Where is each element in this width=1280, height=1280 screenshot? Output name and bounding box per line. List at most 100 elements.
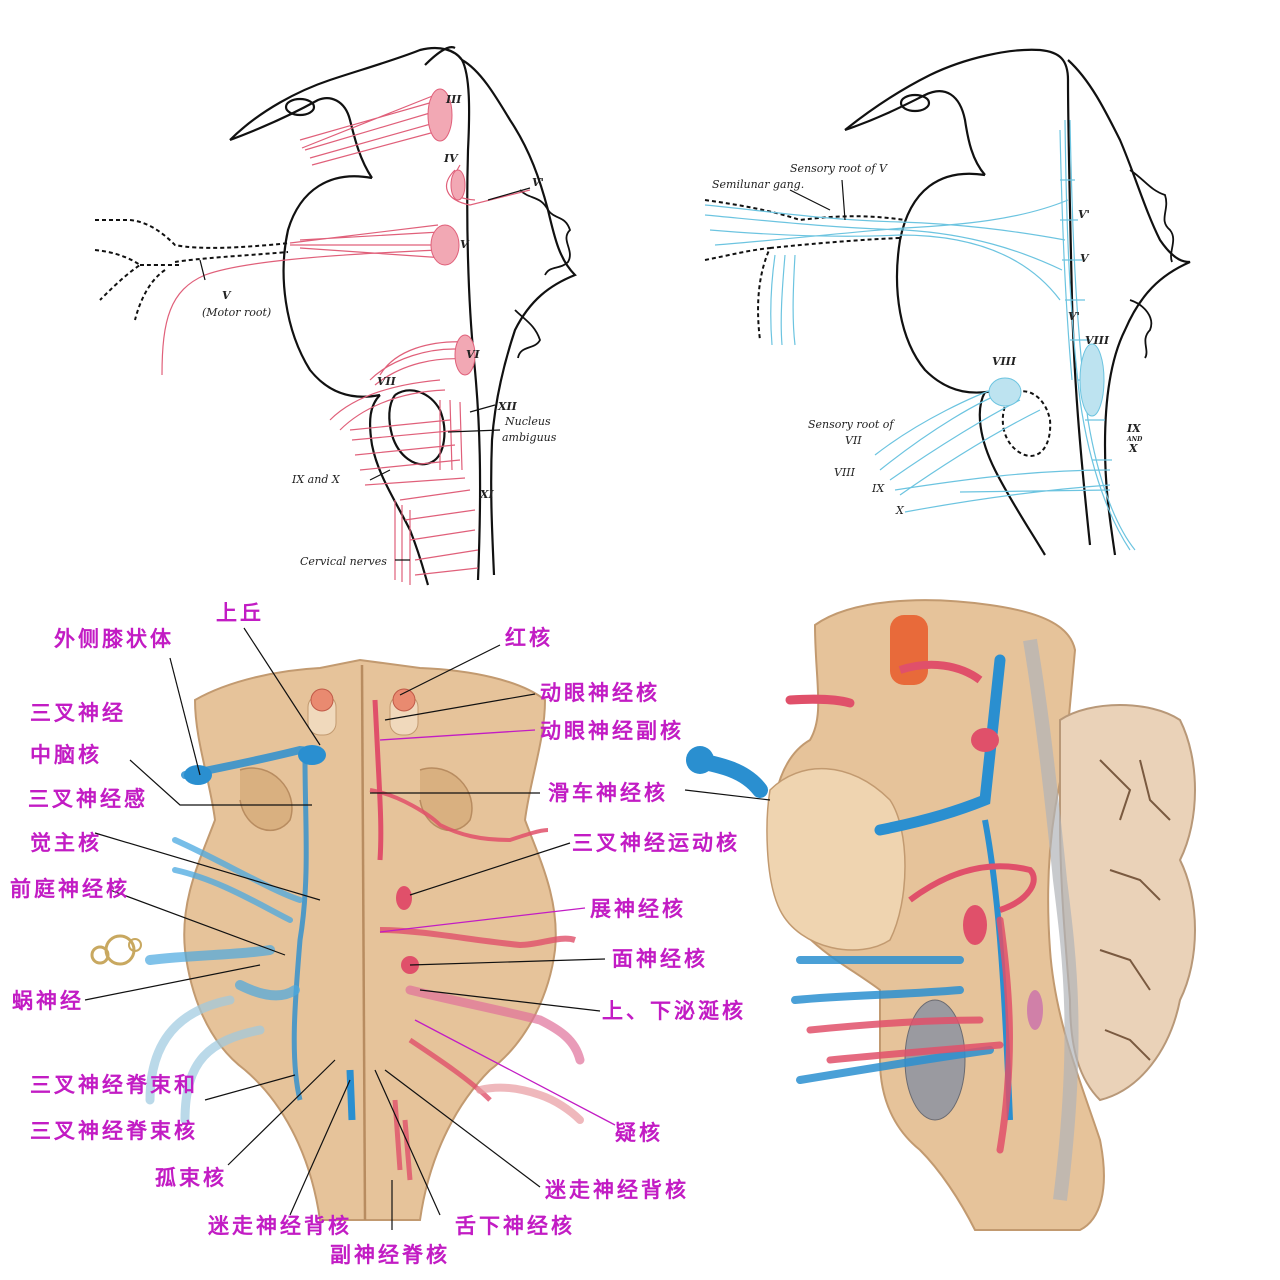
label-v: V bbox=[460, 238, 470, 251]
panel-dorsal-brainstem: 上丘 外侧膝状体 红核 三叉神经 动眼神经核 动眼神经副核 中脑核 滑车神经核 … bbox=[10, 601, 746, 1267]
label-tr-ix-x-ix: IX bbox=[1126, 422, 1141, 435]
label-zhan: 展神经核 bbox=[590, 897, 686, 921]
label-semilunar: Semilunar gang. bbox=[712, 178, 804, 191]
tr-cerebellum-outline bbox=[1067, 59, 1191, 556]
red-nucleus-left bbox=[310, 688, 334, 712]
red-nucleus-right bbox=[392, 688, 416, 712]
trigeminal-motor-nucleus-fibers bbox=[289, 224, 460, 266]
label-iv: IV bbox=[443, 152, 459, 165]
label-iii: III bbox=[445, 93, 462, 106]
label-tr-viii-a: VIII bbox=[992, 355, 1017, 368]
aqueduct-outline bbox=[284, 97, 316, 117]
tectum-outline bbox=[229, 97, 373, 179]
motor-root-leader bbox=[199, 259, 206, 281]
label-sensory-root-v: Sensory root of V bbox=[790, 162, 888, 175]
trochlear-nucleus-fibers bbox=[445, 164, 531, 206]
red-motor-column bbox=[369, 699, 585, 1181]
oculomotor-nucleus-fibers bbox=[299, 88, 453, 166]
label-tr-x: X bbox=[895, 504, 905, 517]
abducens-facial-fibers bbox=[329, 334, 476, 431]
label-tr-ix-x-and: AND bbox=[1126, 436, 1143, 443]
tr-ix-x-fibers bbox=[894, 469, 1111, 513]
label-huache: 滑车神经核 bbox=[548, 781, 668, 805]
lateral-red-nerves bbox=[785, 660, 1043, 1154]
label-xi: XI bbox=[479, 488, 495, 501]
label-mixie: 上、下泌涎核 bbox=[602, 999, 746, 1023]
midline-sulcus bbox=[360, 664, 367, 1221]
tr-medulla-outline bbox=[978, 391, 1046, 556]
label-wo: 蜗神经 bbox=[12, 989, 84, 1013]
blue-sensory-column bbox=[90, 745, 356, 1125]
label-qianting: 前庭神经核 bbox=[10, 877, 130, 901]
label-jishu-he2: 三叉神经脊束核 bbox=[30, 1119, 198, 1143]
label-tr-viii-b: VIII bbox=[1085, 334, 1110, 347]
label-tr-vii: VII bbox=[845, 434, 862, 447]
label-shexia: 舌下神经核 bbox=[455, 1214, 575, 1238]
label-sancha-gan: 三叉神经感 bbox=[28, 787, 148, 811]
label-dongyan: 动眼神经核 bbox=[540, 681, 660, 705]
ambiguus-fibers bbox=[349, 399, 466, 486]
tr-viii-fibers bbox=[874, 343, 1105, 496]
pons-bulge bbox=[766, 767, 906, 951]
tr-tectum-outline bbox=[844, 90, 986, 176]
label-jue-zhu: 觉主核 bbox=[30, 831, 102, 855]
tl-leaders bbox=[369, 187, 531, 561]
label-jishu-he: 三叉神经脊束和 bbox=[30, 1073, 198, 1097]
label-tr-viii: VIII bbox=[834, 466, 856, 479]
cerebellum-arbor bbox=[1099, 759, 1171, 1061]
label-cervical-nerves: Cervical nerves bbox=[300, 555, 387, 568]
tr-fourth-ventricle bbox=[1001, 390, 1052, 457]
cerebellum-section bbox=[1059, 704, 1196, 1102]
tr-pons-outline bbox=[895, 172, 1001, 394]
label-mian: 面神经核 bbox=[612, 947, 708, 971]
label-dongyan-fu: 动眼神经副核 bbox=[540, 719, 684, 743]
label-zhongnao: 中脑核 bbox=[30, 743, 102, 767]
label-tr-ix: IX bbox=[871, 482, 885, 495]
label-sancha-yundong: 三叉神经运动核 bbox=[572, 831, 740, 855]
tr-aqueduct-outline bbox=[899, 93, 931, 113]
cervical-fibers bbox=[394, 489, 479, 585]
colliculi bbox=[239, 767, 473, 831]
label-nucleus: Nucleus bbox=[504, 415, 551, 428]
label-v-prime: V' bbox=[532, 176, 544, 189]
label-vii: VII bbox=[377, 375, 397, 388]
label-vi: VI bbox=[466, 348, 481, 361]
cerebellum-outline bbox=[461, 59, 577, 576]
label-tr-v-prime-a: V' bbox=[1078, 208, 1090, 221]
label-shangqiu: 上丘 bbox=[216, 601, 264, 625]
panel-lateral-brainstem bbox=[684, 599, 1196, 1231]
motor-root-fibers bbox=[161, 249, 441, 376]
label-waice: 外侧膝状体 bbox=[54, 627, 174, 651]
label-yi: 疑核 bbox=[615, 1121, 663, 1145]
label-fu: 副神经脊核 bbox=[330, 1243, 450, 1267]
bl-leader-lines bbox=[84, 627, 616, 1230]
label-sancha: 三叉神经 bbox=[30, 701, 126, 725]
label-tr-v: V bbox=[1080, 252, 1090, 265]
cerebellum-folia bbox=[514, 189, 572, 359]
tr-midbrain-outline bbox=[844, 48, 1092, 546]
panel-sensory-nuclei: Sensory root of V Semilunar gang. V' V V… bbox=[704, 48, 1191, 556]
panel-motor-nuclei: III IV V' V VI VII XII XI V (Motor root)… bbox=[94, 46, 577, 586]
trigeminal-nerve-outline bbox=[94, 219, 291, 321]
tr-trigeminal-outline bbox=[704, 199, 906, 341]
label-motor-root: (Motor root) bbox=[202, 306, 271, 319]
label-sensory-root-of: Sensory root of bbox=[808, 418, 895, 431]
label-mizou-bottom: 迷走神经背核 bbox=[207, 1214, 352, 1238]
label-gushu: 孤束核 bbox=[155, 1166, 227, 1190]
ventricle-gray bbox=[1023, 638, 1079, 1201]
tr-cerebellum-folia bbox=[1129, 169, 1175, 359]
label-xii: XII bbox=[497, 400, 518, 413]
label-tr-v-prime-b: V' bbox=[1068, 310, 1080, 323]
lateral-arrow-stub bbox=[684, 789, 771, 801]
label-motor-root-v: V bbox=[222, 289, 232, 302]
pons-outline bbox=[282, 175, 381, 398]
label-mizou-right: 迷走神经背核 bbox=[544, 1178, 689, 1202]
label-ambiguus: ambiguus bbox=[502, 431, 557, 444]
tr-sensory-root-fibers bbox=[704, 199, 1069, 346]
midbrain-outline bbox=[229, 46, 482, 581]
label-ix-and-x: IX and X bbox=[291, 473, 341, 486]
cerebellum-edge bbox=[424, 46, 456, 66]
red-nucleus-lateral bbox=[890, 615, 928, 685]
